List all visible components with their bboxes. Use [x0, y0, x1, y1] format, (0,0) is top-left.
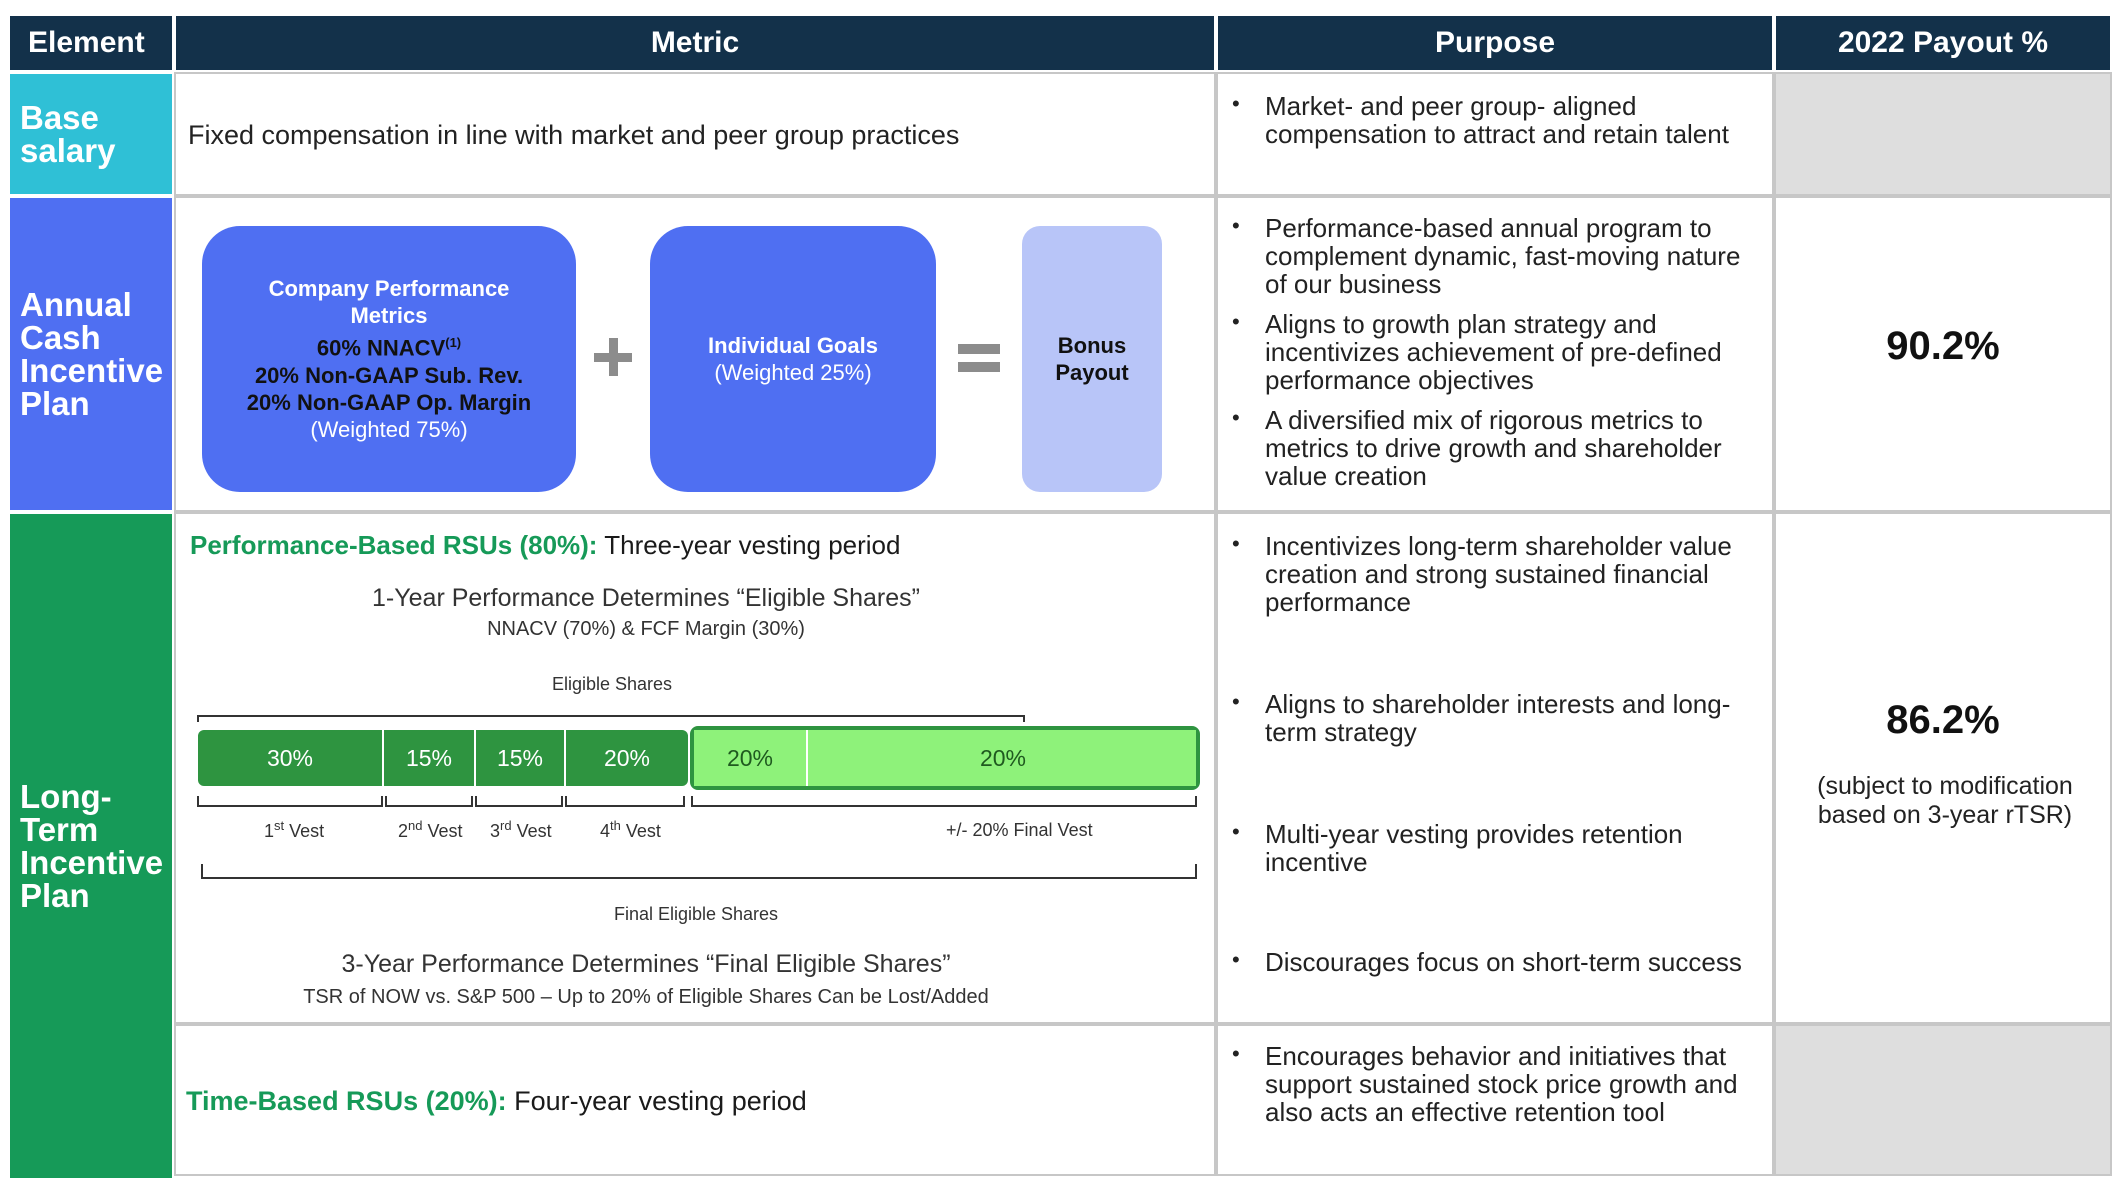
- element-long-term-incentive: Long-Term Incentive Plan: [10, 514, 172, 1178]
- vest-segment-2: 15%: [384, 730, 474, 786]
- payout-performance-rsus: 86.2% (subject to modification based on …: [1774, 512, 2112, 1024]
- individual-goals-title: Individual Goals: [708, 333, 878, 358]
- company-performance-title: Company Performance Metrics: [268, 276, 510, 329]
- op-margin-line: 20% Non-GAAP Op. Margin: [246, 389, 532, 415]
- header-element: Element: [10, 16, 172, 70]
- rsu-desc: Four-year vesting period: [506, 1086, 807, 1116]
- purpose-time-based-rsus: •Encourages behavior and initiatives tha…: [1216, 1024, 1774, 1176]
- company-performance-box: Company Performance Metrics 60% NNACV(1)…: [202, 226, 576, 492]
- lti-payout-value: 86.2%: [1886, 698, 2000, 742]
- individual-goals-weight: (Weighted 25%): [714, 360, 872, 385]
- final-vest-label: +/- 20% Final Vest: [946, 820, 1093, 840]
- metric-annual-cash-incentive: Company Performance Metrics 60% NNACV(1)…: [174, 196, 1216, 512]
- header-metric: Metric: [176, 16, 1214, 70]
- vest-segment-5: 20%: [694, 730, 808, 786]
- vest-segment-3: 15%: [476, 730, 564, 786]
- final-eligible-shares-label: Final Eligible Shares: [613, 904, 779, 924]
- company-weight: (Weighted 75%): [310, 416, 468, 442]
- vest-segment-6: 20%: [810, 730, 1196, 786]
- one-year-title: 1-Year Performance Determines “Eligible …: [372, 584, 920, 612]
- metric-performance-rsus: Performance-Based RSUs (80%): Three-year…: [174, 512, 1216, 1024]
- payout-time-based-rsus: [1774, 1024, 2112, 1176]
- metric-base-salary: Fixed compensation in line with market a…: [174, 72, 1216, 196]
- psu-heading: Performance-Based RSUs (80%): Three-year…: [190, 530, 900, 561]
- header-purpose: Purpose: [1218, 16, 1772, 70]
- payout-annual-cash-incentive: 90.2%: [1774, 196, 2112, 512]
- vest-label-2: 2nd Vest: [398, 818, 463, 841]
- rsu-heading: Time-Based RSUs (20%): Four-year vesting…: [186, 1086, 807, 1117]
- sub-rev-line: 20% Non-GAAP Sub. Rev.: [254, 362, 524, 388]
- equals-icon: [956, 338, 1002, 378]
- individual-goals-box: Individual Goals (Weighted 25%): [650, 226, 936, 492]
- payout-label: Payout: [1055, 360, 1129, 385]
- vest-label-3: 3rd Vest: [490, 818, 552, 841]
- one-year-subtitle: NNACV (70%) & FCF Margin (30%): [487, 618, 805, 640]
- payout-base-salary: [1774, 72, 2112, 196]
- vesting-brackets: [197, 715, 1197, 879]
- vest-segment-1: 30%: [198, 730, 382, 786]
- purpose-base-salary: •Market- and peer group- aligned compens…: [1216, 72, 1774, 196]
- aci-payout-value: 90.2%: [1886, 324, 2000, 368]
- base-salary-metric-text: Fixed compensation in line with market a…: [188, 120, 960, 150]
- psu-label: Performance-Based RSUs (80%):: [190, 530, 598, 560]
- element-base-salary: Base salary: [10, 74, 172, 194]
- rsu-label: Time-Based RSUs (20%):: [186, 1086, 507, 1116]
- vest-label-1: 1st Vest: [264, 818, 325, 841]
- purpose-performance-rsus: •Incentivizes long-term shareholder valu…: [1216, 512, 1774, 1024]
- nnacv-line: 60% NNACV(1): [316, 335, 462, 361]
- header-payout: 2022 Payout %: [1776, 16, 2110, 70]
- purpose-annual-cash-incentive: •Performance-based annual program to com…: [1216, 196, 1774, 512]
- metric-time-based-rsus: Time-Based RSUs (20%): Four-year vesting…: [174, 1024, 1216, 1176]
- psu-desc: Three-year vesting period: [597, 530, 901, 560]
- vest-label-4: 4th Vest: [600, 818, 661, 841]
- three-year-subtitle: TSR of NOW vs. S&P 500 – Up to 20% of El…: [303, 986, 989, 1008]
- element-annual-cash-incentive: Annual Cash Incentive Plan: [10, 198, 172, 510]
- vest-segment-4: 20%: [566, 730, 688, 786]
- lti-payout-note: (subject to modification based on 3-year…: [1817, 772, 2073, 829]
- three-year-title: 3-Year Performance Determines “Final Eli…: [341, 950, 951, 978]
- bonus-payout-box: Bonus Payout: [1022, 226, 1162, 492]
- plus-icon: [590, 334, 636, 380]
- eligible-shares-label: Eligible Shares: [551, 674, 673, 694]
- bonus-label: Bonus: [1057, 333, 1127, 358]
